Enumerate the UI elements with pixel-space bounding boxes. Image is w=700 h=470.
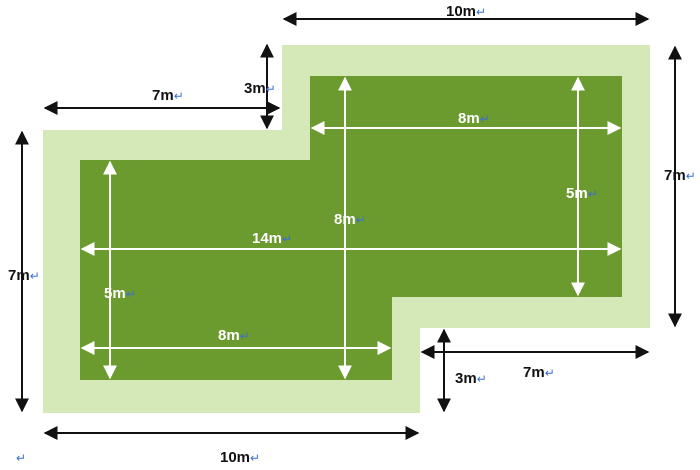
- label-inner-left-height: 5m↵: [104, 285, 136, 302]
- label-inner-center-height: 8m↵: [334, 211, 366, 228]
- label-top-step-height: 3m↵: [244, 80, 276, 97]
- label-bottom-step-width: 7m↵: [523, 364, 555, 381]
- label-inner-bottom-width: 8m↵: [218, 327, 250, 344]
- label-inner-top-width: 8m↵: [458, 110, 490, 127]
- label-left-height: 7m↵: [8, 267, 40, 284]
- label-left-step-width: 7m↵: [152, 87, 184, 104]
- trailing-return-mark: ↵: [16, 451, 26, 465]
- label-bottom-step-height: 3m↵: [455, 370, 487, 387]
- label-right-height: 7m↵: [664, 167, 696, 184]
- label-inner-right-height: 5m↵: [566, 185, 598, 202]
- label-top-width: 10m↵: [446, 3, 486, 20]
- inner-area-shape: [80, 76, 622, 380]
- label-bottom-width: 10m↵: [220, 449, 260, 465]
- label-inner-total-width: 14m↵: [252, 230, 292, 247]
